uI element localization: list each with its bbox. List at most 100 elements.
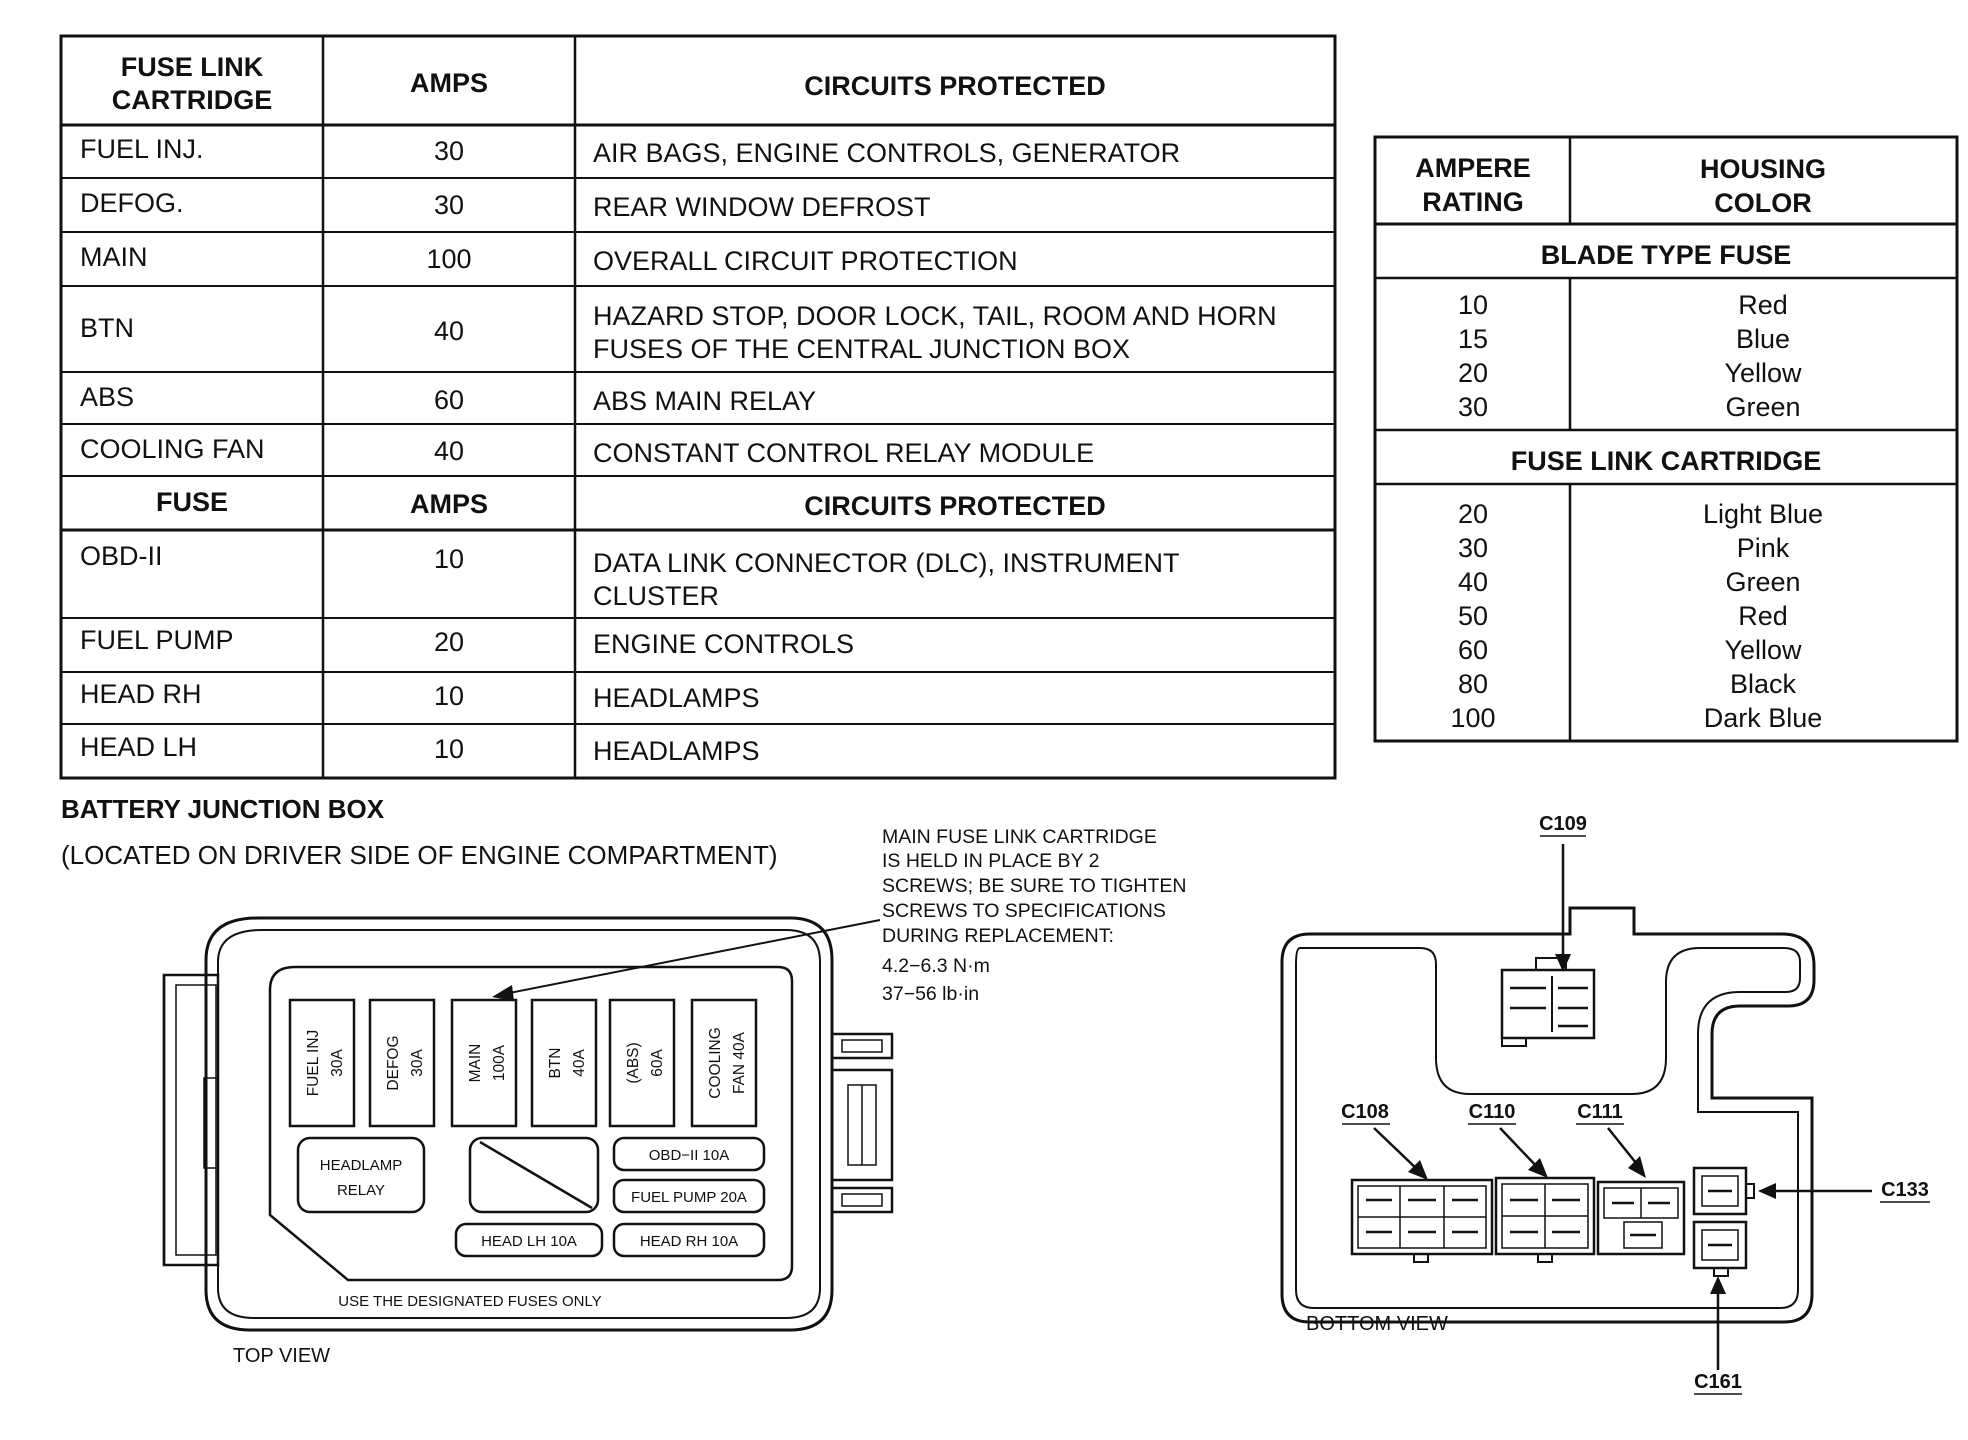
c161-label: C161 <box>1694 1371 1742 1393</box>
header-fuse-circuits: CIRCUITS PROTECTED <box>804 491 1106 521</box>
cartridge-amps: 80 <box>1458 669 1488 699</box>
row-circuit: HEADLAMPS <box>593 736 760 766</box>
blade-color: Green <box>1725 392 1800 422</box>
cartridge-color: Light Blue <box>1703 499 1823 529</box>
cartridge-amps: 40 <box>1458 567 1488 597</box>
cartridge-defog[interactable]: DEFOG 30A <box>368 998 436 1128</box>
row-circuit: ABS MAIN RELAY <box>593 386 816 416</box>
cartridge-rating: 40A <box>571 1049 588 1077</box>
row-circuit: AIR BAGS, ENGINE CONTROLS, GENERATOR <box>593 138 1180 168</box>
header-cartridge-2: CARTRIDGE <box>112 85 273 115</box>
diagram-title: BATTERY JUNCTION BOX <box>61 794 385 824</box>
header-ampere: AMPERE <box>1415 153 1531 183</box>
cartridge-label: BTN <box>547 1048 564 1079</box>
header-amps: AMPS <box>410 68 488 98</box>
row-amps: 30 <box>434 136 464 166</box>
fuse-obd-ii[interactable]: OBD−II 10A <box>612 1136 766 1172</box>
connector-c110[interactable] <box>1494 1176 1596 1263</box>
cartridge-label: MAIN <box>467 1044 484 1083</box>
row-circuit: HEADLAMPS <box>593 683 760 713</box>
cartridge-amps: 30 <box>1458 533 1488 563</box>
cartridge-label: COOLING <box>707 1027 724 1098</box>
cartridge-fuel-inj[interactable]: FUEL INJ 30A <box>288 998 356 1128</box>
bottom-view-box <box>1280 906 1816 1324</box>
cartridge-rating: 60A <box>649 1049 666 1077</box>
row-amps: 20 <box>434 627 464 657</box>
cartridge-color: Yellow <box>1724 635 1802 665</box>
connector-c109[interactable] <box>1500 957 1596 1047</box>
cartridge-cooling-fan[interactable]: COOLING FAN 40A <box>690 998 758 1128</box>
cartridge-color: Black <box>1730 669 1797 699</box>
cartridge-amps: 20 <box>1458 499 1488 529</box>
header-rating: RATING <box>1422 187 1524 217</box>
row-amps: 40 <box>434 436 464 466</box>
fuse-label: HEAD RH 10A <box>640 1233 738 1250</box>
row-amps: 10 <box>434 544 464 574</box>
row-name: ABS <box>80 382 134 412</box>
blade-amps: 20 <box>1458 358 1488 388</box>
cartridge-amps: 50 <box>1458 601 1488 631</box>
row-name: FUEL PUMP <box>80 625 234 655</box>
cartridge-amps: 100 <box>1450 703 1495 733</box>
cartridge-rating: 30A <box>329 1049 346 1077</box>
blade-amps: 15 <box>1458 324 1488 354</box>
row-name: BTN <box>80 313 134 343</box>
note-arrow <box>492 919 881 1001</box>
note-line: 37−56 lb·in <box>882 983 979 1005</box>
c108-label: C108 <box>1341 1101 1389 1123</box>
row-name: FUEL INJ. <box>80 134 204 164</box>
bottom-view-label: BOTTOM VIEW <box>1306 1313 1448 1335</box>
cartridge-color: Dark Blue <box>1704 703 1823 733</box>
row-circuit: FUSES OF THE CENTRAL JUNCTION BOX <box>593 334 1130 364</box>
row-amps: 10 <box>434 734 464 764</box>
connector-c133[interactable] <box>1692 1166 1755 1216</box>
connector-c108[interactable] <box>1350 1178 1494 1263</box>
cartridge-rows: 20 Light Blue 30 Pink 40 Green 50 Red 60… <box>1450 499 1823 733</box>
header-housing: HOUSING <box>1700 154 1826 184</box>
blade-color: Yellow <box>1724 358 1802 388</box>
header-cartridge: FUSE LINK <box>121 52 264 82</box>
fuse-fuel-pump[interactable]: FUEL PUMP 20A <box>612 1178 766 1214</box>
note-line: DURING REPLACEMENT: <box>882 925 1114 947</box>
fuse-label: HEAD LH 10A <box>481 1233 577 1250</box>
row-name: HEAD LH <box>80 732 197 762</box>
note-line: IS HELD IN PLACE BY 2 <box>882 850 1099 872</box>
row-name: DEFOG. <box>80 188 184 218</box>
blade-amps: 10 <box>1458 290 1488 320</box>
row-amps: 100 <box>426 244 471 274</box>
row-circuit: HAZARD STOP, DOOR LOCK, TAIL, ROOM AND H… <box>593 301 1277 331</box>
diagram-subtitle: (LOCATED ON DRIVER SIDE OF ENGINE COMPAR… <box>61 840 778 870</box>
row-name: OBD-II <box>80 541 163 571</box>
c109-label: C109 <box>1539 813 1587 835</box>
header-circuits: CIRCUITS PROTECTED <box>804 71 1106 101</box>
cartridge-label: DEFOG <box>385 1035 402 1090</box>
row-circuit: REAR WINDOW DEFROST <box>593 192 931 222</box>
fuse-head-lh[interactable]: HEAD LH 10A <box>454 1222 604 1258</box>
header-fuse-amps: AMPS <box>410 489 488 519</box>
row-amps: 40 <box>434 316 464 346</box>
fuse-head-rh[interactable]: HEAD RH 10A <box>612 1222 766 1258</box>
note-line: 4.2−6.3 N·m <box>882 955 990 977</box>
headlamp-relay[interactable]: HEADLAMP RELAY <box>296 1136 426 1214</box>
cartridge-label: FUEL INJ <box>305 1030 322 1097</box>
cartridge-color: Pink <box>1737 533 1790 563</box>
blade-rows: 10 Red 15 Blue 20 Yellow 30 Green <box>1458 290 1802 422</box>
row-circuit: CONSTANT CONTROL RELAY MODULE <box>593 438 1094 468</box>
designated-fuses-note: USE THE DESIGNATED FUSES ONLY <box>338 1293 601 1310</box>
note-line: SCREWS TO SPECIFICATIONS <box>882 900 1166 922</box>
fuse-label: FUEL PUMP 20A <box>631 1189 747 1206</box>
relay-label: HEADLAMP <box>320 1157 403 1174</box>
c111-label: C111 <box>1577 1101 1623 1123</box>
row-name: HEAD RH <box>80 679 202 709</box>
blade-color: Blue <box>1736 324 1790 354</box>
connector-c111[interactable] <box>1596 1180 1686 1256</box>
row-circuit: DATA LINK CONNECTOR (DLC), INSTRUMENT <box>593 548 1180 578</box>
note-line: SCREWS; BE SURE TO TIGHTEN <box>882 875 1186 897</box>
cartridge-btn[interactable]: BTN 40A <box>530 998 598 1128</box>
connector-c161[interactable] <box>1692 1220 1748 1277</box>
top-view-box: FUEL INJ 30A DEFOG 30A MAIN 100A BTN 40A… <box>162 916 894 1332</box>
blade-amps: 30 <box>1458 392 1488 422</box>
cartridge-abs[interactable]: (ABS) 60A <box>608 998 676 1128</box>
cartridge-main[interactable]: MAIN 100A <box>450 998 518 1128</box>
fuse-table: FUSE LINK CARTRIDGE AMPS CIRCUITS PROTEC… <box>59 34 1337 780</box>
